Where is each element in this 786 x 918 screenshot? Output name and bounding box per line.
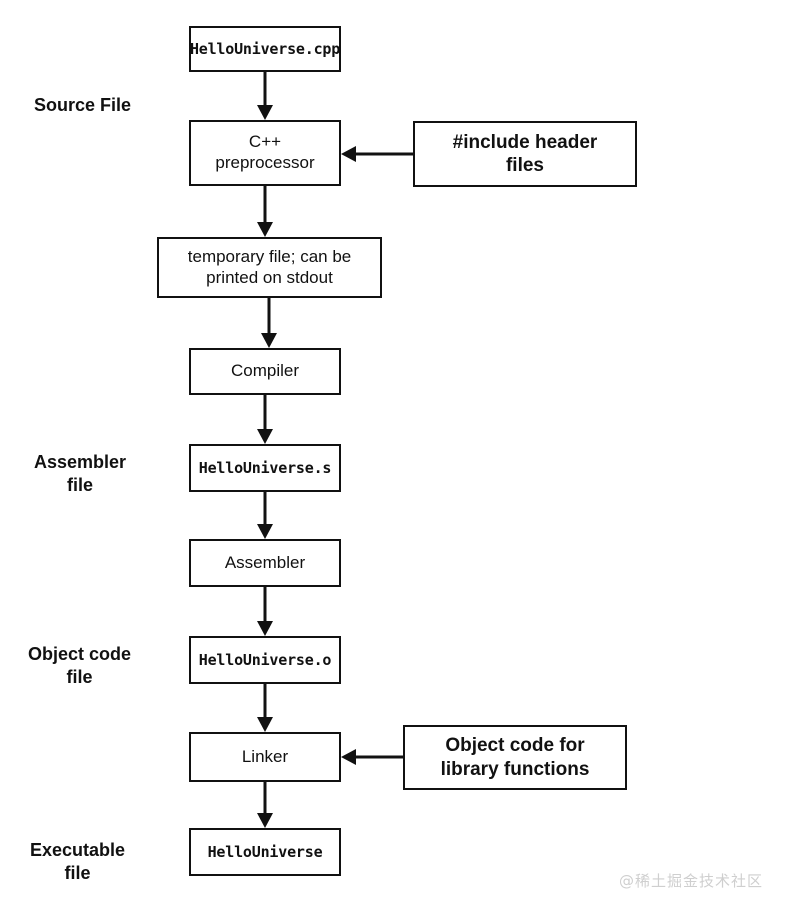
- executable-box: HelloUniverse: [189, 828, 341, 876]
- assembly-file-box-label: HelloUniverse.s: [198, 458, 332, 477]
- arrow-source-to-preprocessor: [257, 72, 273, 120]
- source-file-box: HelloUniverse.cpp: [189, 26, 341, 72]
- include-headers-box: #include header files: [413, 121, 637, 187]
- arrow-library-to-linker: [341, 749, 403, 765]
- temp-file-box: temporary file; can be printed on stdout: [157, 237, 382, 298]
- assembler-box: Assembler: [189, 539, 341, 587]
- arrow-assembler-to-object: [257, 587, 273, 636]
- library-object-box: Object code for library functions: [403, 725, 627, 790]
- linker-box: Linker: [189, 732, 341, 782]
- object-file-box-label: HelloUniverse.o: [198, 650, 332, 669]
- stage-label-executable-file: Executable file: [30, 840, 126, 883]
- stage-label-object-code-file: Object code file: [28, 644, 132, 687]
- arrow-linker-to-executable: [257, 782, 273, 828]
- arrow-object-to-linker: [257, 684, 273, 732]
- library-object-box-label: Object code for library functions: [440, 735, 590, 780]
- arrow-temp-to-compiler: [261, 298, 277, 348]
- temp-file-box-label: temporary file; can be printed on stdout: [187, 246, 352, 287]
- executable-box-label: HelloUniverse: [207, 842, 323, 861]
- arrow-headers-to-preprocessor: [341, 146, 413, 162]
- stage-label-source-file: Source File: [34, 95, 132, 115]
- linker-box-label: Linker: [241, 746, 289, 766]
- compiler-box: Compiler: [189, 348, 341, 395]
- object-file-box: HelloUniverse.o: [189, 636, 341, 684]
- compiler-box-label: Compiler: [230, 361, 300, 381]
- stage-label-assembler-file: Assembler file: [34, 452, 127, 495]
- arrow-preprocessor-to-temp: [257, 186, 273, 237]
- watermark: @稀土掘金技术社区: [619, 872, 764, 890]
- preprocessor-box: C++ preprocessor: [189, 120, 341, 186]
- arrow-compiler-to-assembly: [257, 395, 273, 444]
- arrow-assembly-to-assembler: [257, 492, 273, 539]
- preprocessor-box-label: C++ preprocessor: [215, 132, 315, 172]
- include-headers-box-label: #include header files: [452, 131, 598, 176]
- assembly-file-box: HelloUniverse.s: [189, 444, 341, 492]
- assembler-box-label: Assembler: [224, 552, 306, 572]
- source-file-box-label: HelloUniverse.cpp: [189, 39, 341, 58]
